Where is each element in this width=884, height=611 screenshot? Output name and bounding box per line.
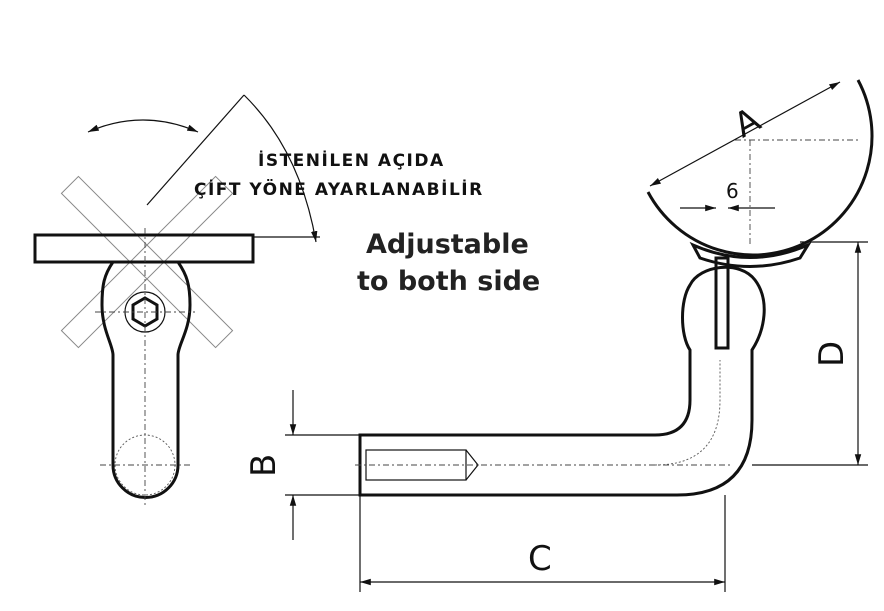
handrail-arc: [646, 79, 874, 257]
rotation-arrow-icon: [87, 119, 199, 133]
dim-6-label: 6: [726, 179, 739, 203]
dimension-c: C: [359, 495, 726, 592]
bracket-body: [100, 261, 192, 499]
dim-a-label: A: [728, 100, 768, 146]
mounting-plate: [33, 233, 255, 264]
dim-c-label: C: [528, 539, 552, 579]
dim-b-label: B: [244, 454, 284, 477]
handrail-saddle: [689, 241, 812, 268]
english-note-line2: to both side: [357, 266, 540, 297]
dim-d-label: D: [812, 341, 852, 367]
dimension-b: B: [244, 390, 360, 540]
english-note-line1: Adjustable: [366, 229, 529, 260]
turkish-note-line1: İSTENİLEN AÇIDA: [258, 149, 445, 171]
bracket-arm: [358, 265, 766, 497]
ghost-rotated-plates: [60, 175, 234, 349]
turkish-note-line2: ÇİFT YÖNE AYARLANABİLİR: [194, 178, 484, 200]
side-view-left: [33, 94, 320, 505]
dimension-d: D: [752, 241, 868, 466]
